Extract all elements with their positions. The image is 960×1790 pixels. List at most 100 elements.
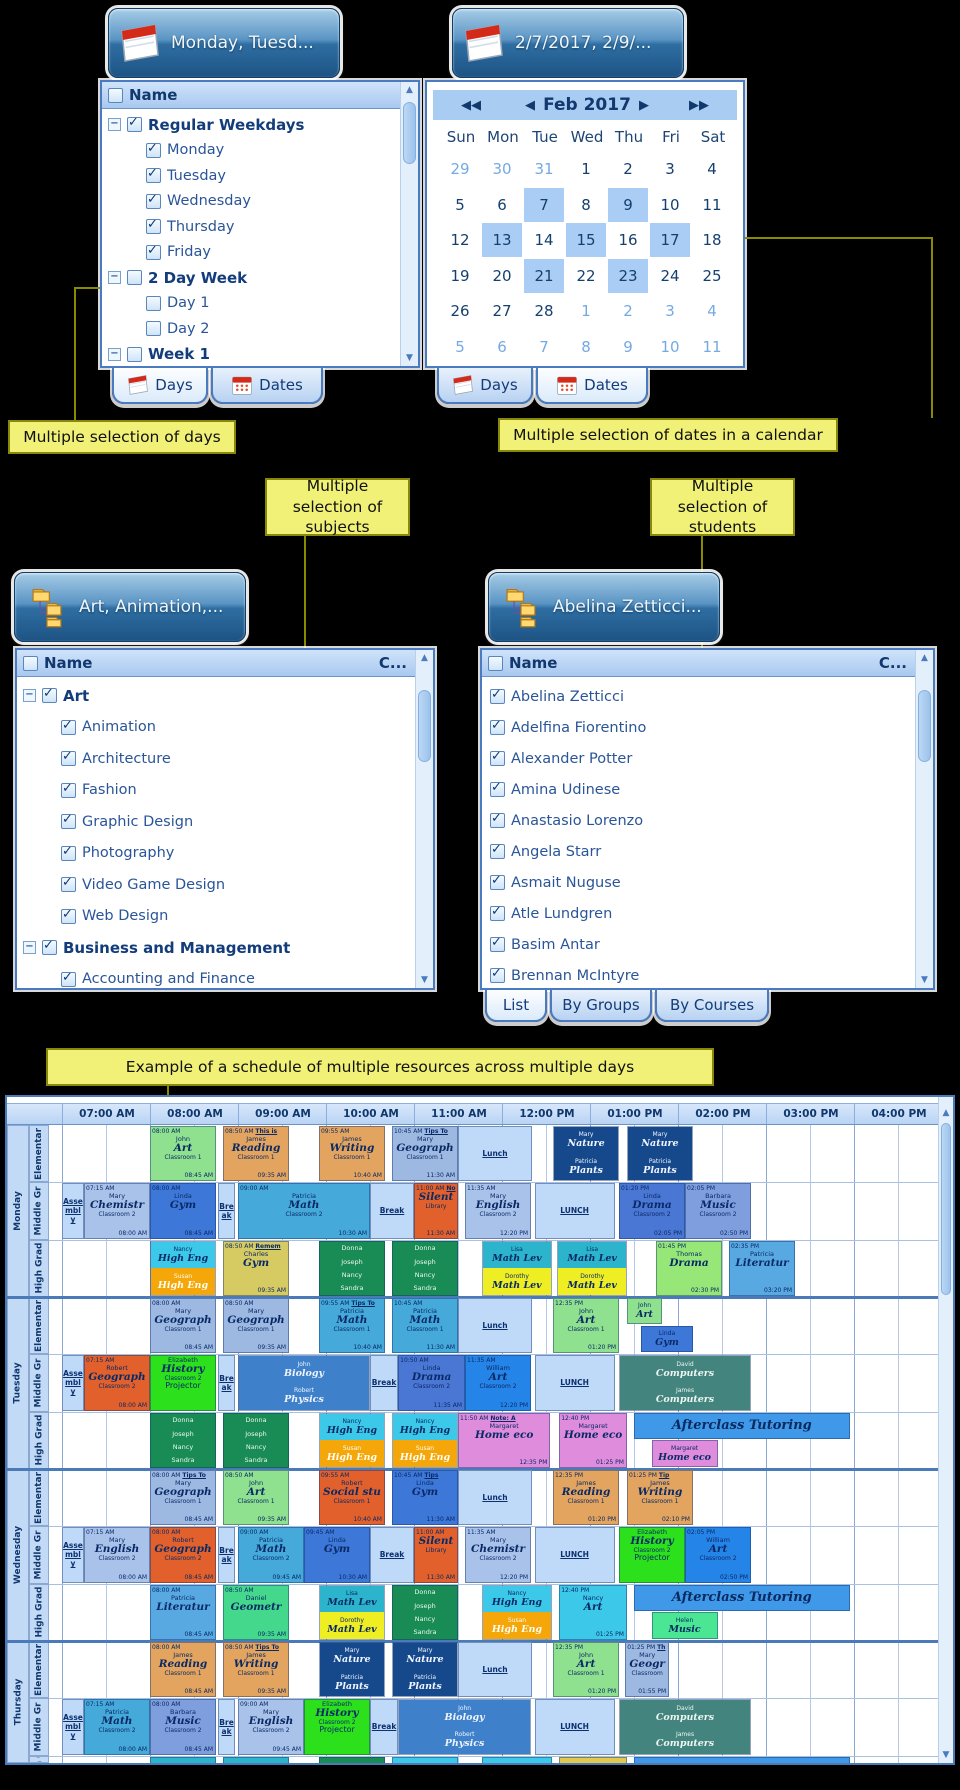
calendar-day[interactable]: 22 [576, 266, 596, 285]
schedule-event[interactable]: Break [370, 1183, 414, 1239]
calendar-day[interactable]: 4 [707, 302, 717, 320]
calendar-day[interactable]: 16 [618, 231, 638, 249]
select-all-checkbox[interactable] [108, 87, 123, 103]
item-checkbox[interactable] [42, 938, 57, 956]
calendar-day[interactable]: 5 [455, 195, 465, 214]
schedule-event[interactable]: Afterclass Tutoring [634, 1756, 850, 1763]
calendar-day[interactable]: 2 [623, 302, 633, 320]
calendar-day[interactable]: 18 [702, 231, 722, 249]
item-checkbox[interactable] [490, 780, 505, 797]
item-checkbox[interactable] [490, 966, 505, 983]
item-checkbox[interactable] [42, 686, 57, 704]
tab-dates[interactable]: Dates [211, 368, 323, 404]
calendar-day[interactable]: 4 [707, 160, 717, 178]
tab-by-groups[interactable]: By Groups [550, 990, 652, 1022]
calendar-day[interactable]: 10 [660, 195, 680, 214]
item-checkbox[interactable] [490, 842, 505, 859]
schedule-event[interactable]: Assembly [62, 1699, 84, 1755]
tree-item[interactable]: Day 1 [102, 291, 382, 317]
calendar-day[interactable]: 26 [450, 302, 470, 320]
schedule-event[interactable]: Lunch [458, 1298, 532, 1354]
list-item[interactable]: Abelina Zetticci [482, 681, 897, 712]
schedule-event[interactable]: LUNCH [534, 1527, 615, 1583]
tree-item[interactable]: Architecture [17, 743, 397, 775]
tree-item[interactable]: Friday [102, 240, 382, 266]
list-item[interactable]: Basim Antar [482, 929, 897, 960]
next-month-arrow-icon[interactable]: ▶ [638, 97, 649, 113]
calendar-day[interactable]: 28 [534, 302, 554, 320]
item-checkbox[interactable] [490, 749, 505, 766]
calendar-day[interactable]: 30 [492, 160, 512, 178]
calendar-day[interactable]: 11 [702, 195, 722, 214]
schedule-event[interactable]: Afterclass Tutoring [634, 1412, 850, 1439]
schedule-event[interactable]: Break [370, 1699, 399, 1755]
expand-collapse-icon[interactable]: − [23, 689, 36, 703]
tree-item[interactable]: −Art [17, 680, 397, 712]
item-checkbox[interactable] [146, 141, 161, 158]
item-checkbox[interactable] [490, 718, 505, 735]
schedule-event[interactable]: Lunch [458, 1126, 532, 1182]
list-item[interactable]: Atle Lundgren [482, 898, 897, 929]
tree-item[interactable]: Photography [17, 838, 397, 870]
calendar-day[interactable]: 1 [581, 302, 591, 320]
item-checkbox[interactable] [61, 781, 76, 798]
item-checkbox[interactable] [61, 844, 76, 861]
calendar-day[interactable]: 6 [497, 337, 507, 356]
calendar-day[interactable]: 25 [702, 266, 722, 285]
tree-item[interactable]: Fashion [17, 775, 397, 807]
subjects-list-scrollbar[interactable]: ▲▼ [415, 650, 433, 988]
list-item[interactable]: Amina Udinese [482, 774, 897, 805]
tree-item[interactable]: Day 2 [102, 316, 382, 342]
schedule-event[interactable]: LUNCH [534, 1355, 615, 1411]
calendar-day[interactable]: 8 [581, 337, 591, 356]
schedule-event[interactable]: Break [217, 1183, 236, 1239]
item-checkbox[interactable] [146, 192, 161, 209]
calendar-day[interactable]: 20 [492, 266, 512, 285]
calendar-day[interactable]: 10 [660, 337, 680, 356]
list-item[interactable]: Brennan McIntyre [482, 960, 897, 988]
tree-item[interactable]: Tuesday [102, 163, 382, 189]
item-checkbox[interactable] [61, 970, 76, 987]
calendar-day[interactable]: 9 [608, 187, 648, 222]
tree-item[interactable]: Web Design [17, 901, 397, 933]
schedule-event[interactable]: Donna [318, 1756, 385, 1763]
schedule-event[interactable]: Afterclass Tutoring [634, 1584, 850, 1611]
schedule-event[interactable]: Nancy [392, 1756, 458, 1763]
item-checkbox[interactable] [61, 907, 76, 924]
select-all-checkbox[interactable] [23, 655, 38, 671]
days-dropdown-button[interactable]: Monday, Tuesd... [108, 8, 340, 78]
calendar-day[interactable]: 6 [497, 195, 507, 214]
schedule-event[interactable]: Assembly [62, 1527, 84, 1583]
tree-item[interactable]: −2 Day Week [102, 265, 382, 291]
schedule-event[interactable]: Break [370, 1527, 414, 1583]
